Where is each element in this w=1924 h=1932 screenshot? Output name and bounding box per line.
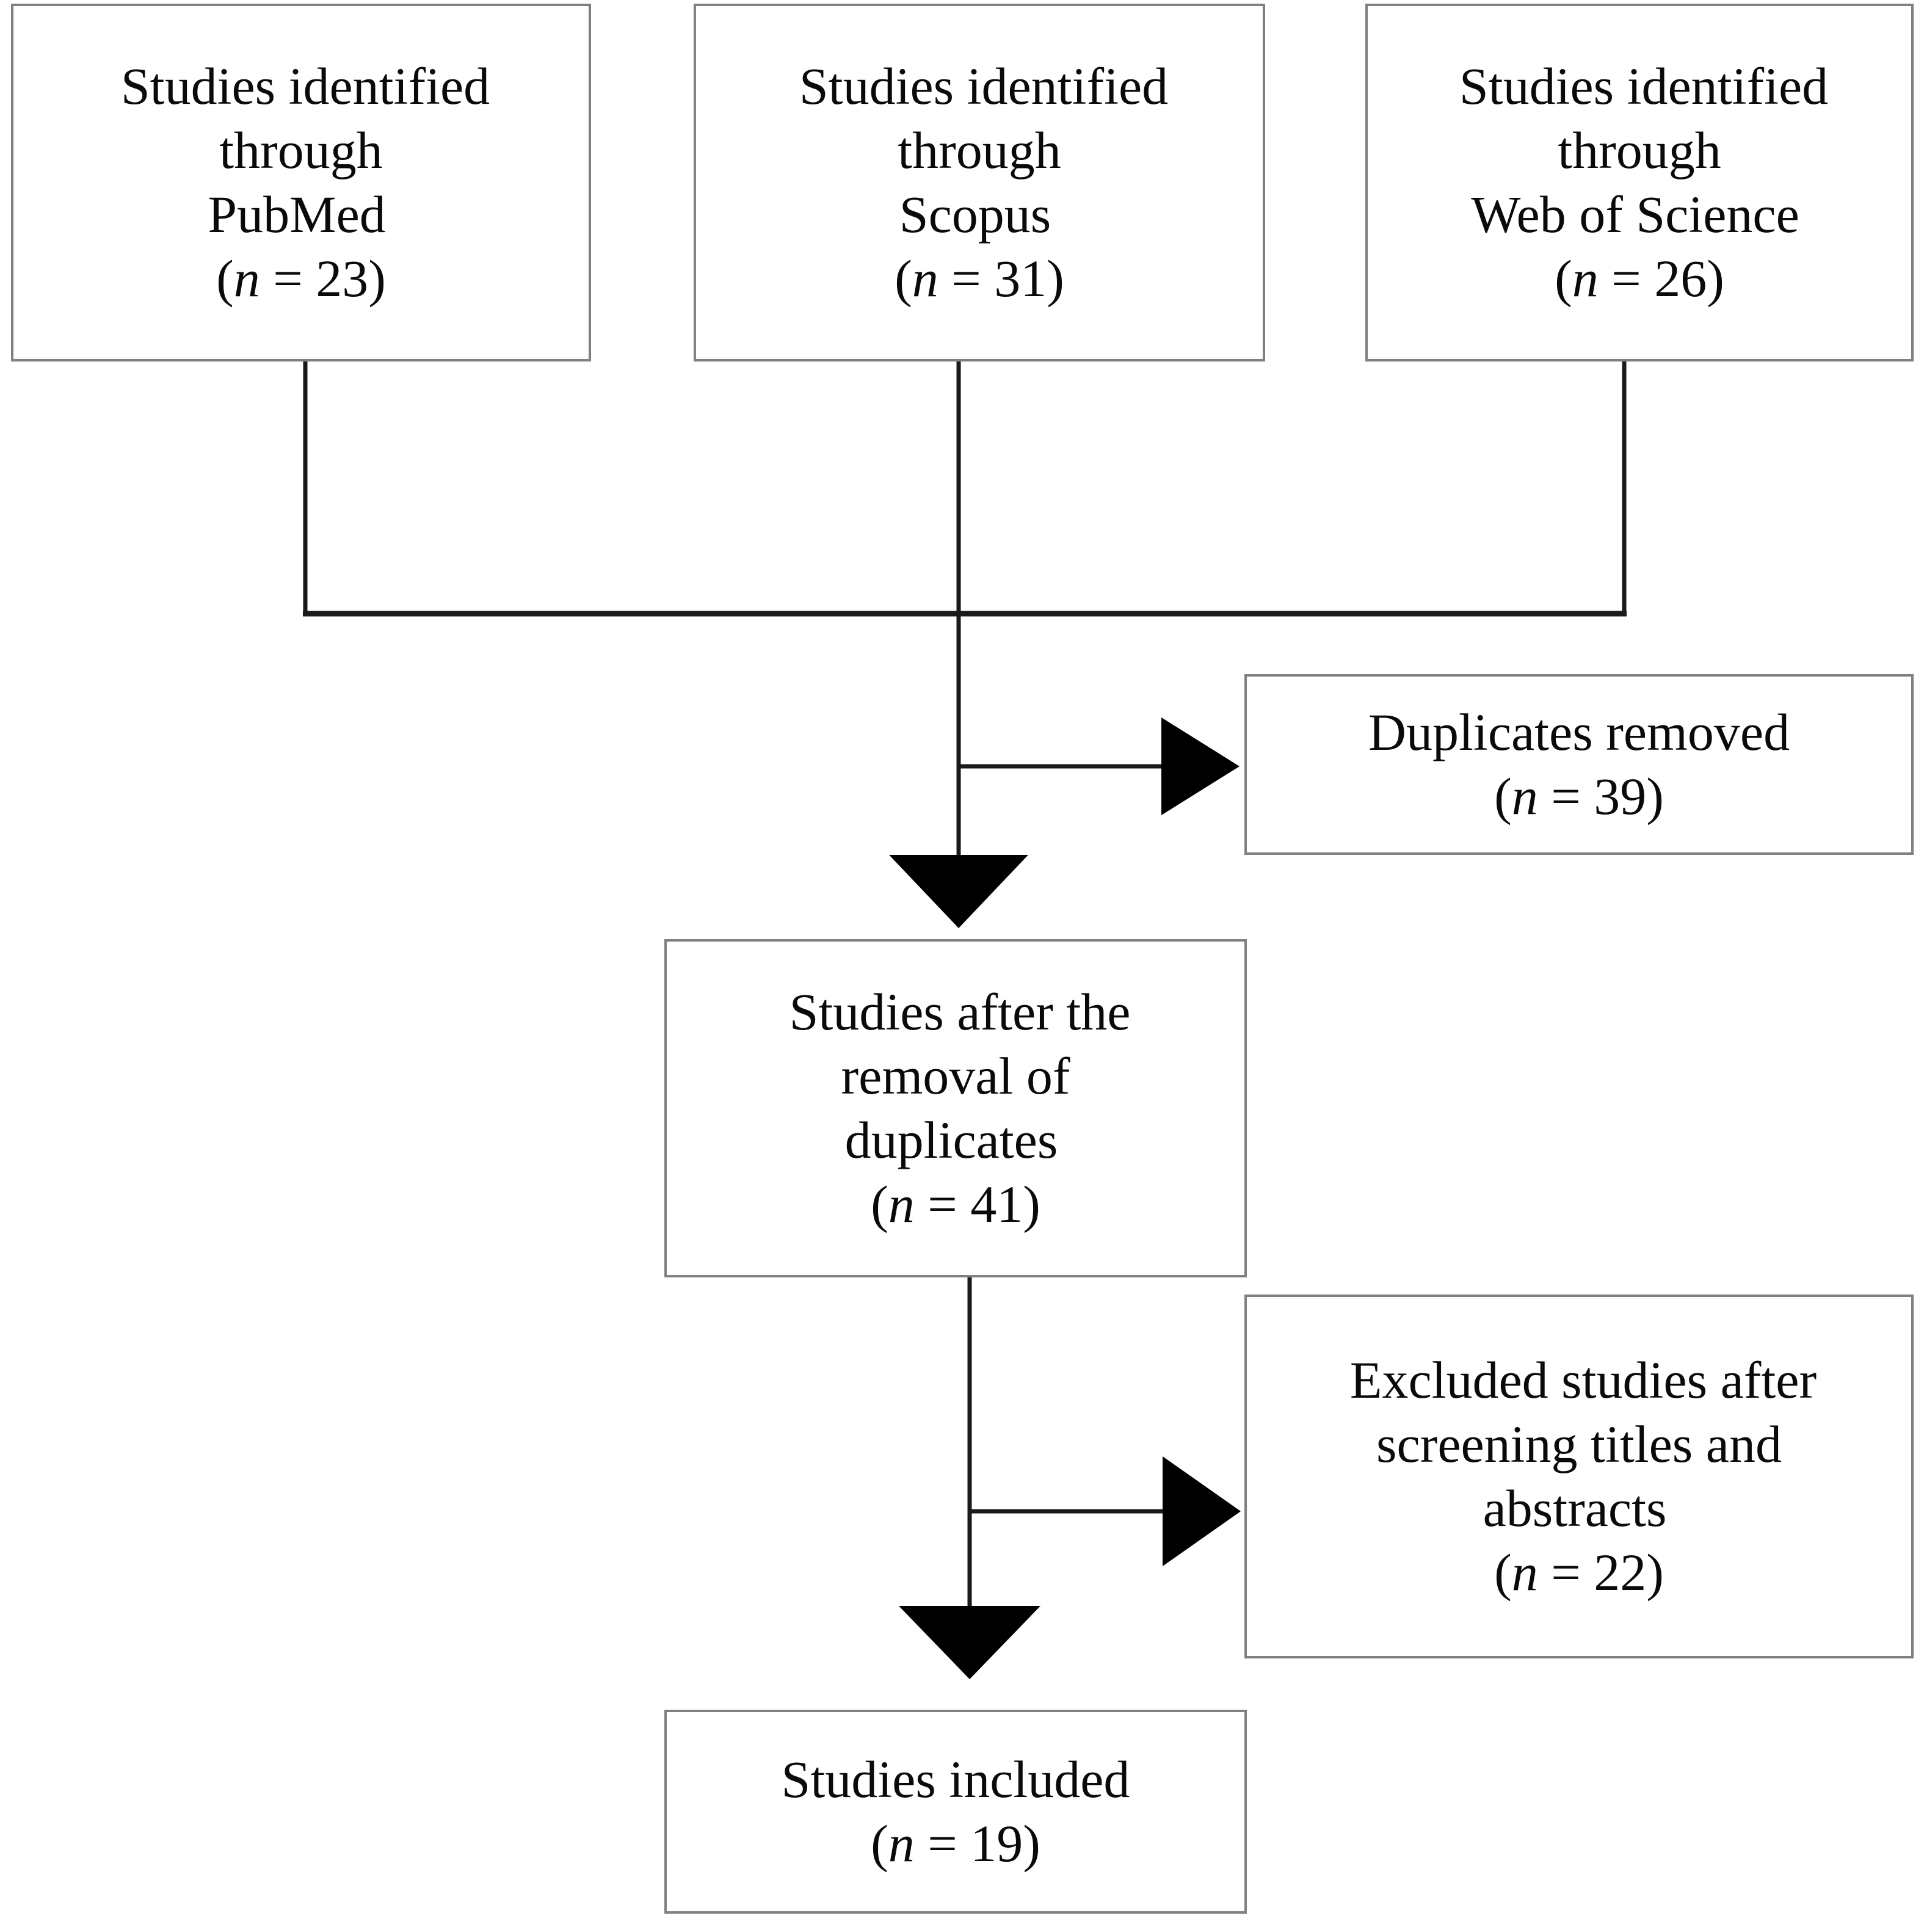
node-excluded-studies-label: Excluded studies after screening titles … <box>1349 1351 1817 1538</box>
node-scopus-label: Studies identified through Scopus <box>799 57 1169 244</box>
node-studies-after-duplicate-removal-count: (n = 41) <box>871 1174 1040 1233</box>
node-pubmed: Studies identified through PubMed (n = 2… <box>11 4 591 361</box>
node-scopus: Studies identified through Scopus (n = 3… <box>694 4 1265 361</box>
node-scopus-count: (n = 31) <box>895 249 1064 308</box>
node-studies-after-duplicate-removal-label: Studies after the removal of duplicates <box>789 982 1131 1169</box>
node-duplicates-removed-count: (n = 39) <box>1494 767 1664 826</box>
node-web-of-science-label: Studies identified through Web of Scienc… <box>1459 57 1829 244</box>
arrowhead-down-included <box>899 1606 1040 1679</box>
node-pubmed-label: Studies identified through PubMed <box>120 57 490 244</box>
node-duplicates-removed-label: Duplicates removed <box>1368 703 1790 762</box>
node-web-of-science-count: (n = 26) <box>1555 249 1724 308</box>
node-excluded-studies-count: (n = 22) <box>1494 1542 1664 1602</box>
arrowhead-right-duplicates <box>1161 717 1240 815</box>
arrowhead-right-excluded <box>1163 1456 1241 1566</box>
node-studies-included-count: (n = 19) <box>871 1814 1040 1873</box>
node-duplicates-removed: Duplicates removed (n = 39) <box>1244 674 1914 855</box>
node-studies-included: Studies included (n = 19) <box>664 1710 1247 1914</box>
arrowhead-down-after-duplicates <box>889 855 1028 928</box>
node-web-of-science: Studies identified through Web of Scienc… <box>1365 4 1914 361</box>
node-studies-after-duplicate-removal: Studies after the removal of duplicates … <box>664 939 1247 1277</box>
node-excluded-studies: Excluded studies after screening titles … <box>1244 1295 1914 1658</box>
node-pubmed-count: (n = 23) <box>216 249 386 308</box>
node-studies-included-label: Studies included <box>781 1750 1130 1809</box>
